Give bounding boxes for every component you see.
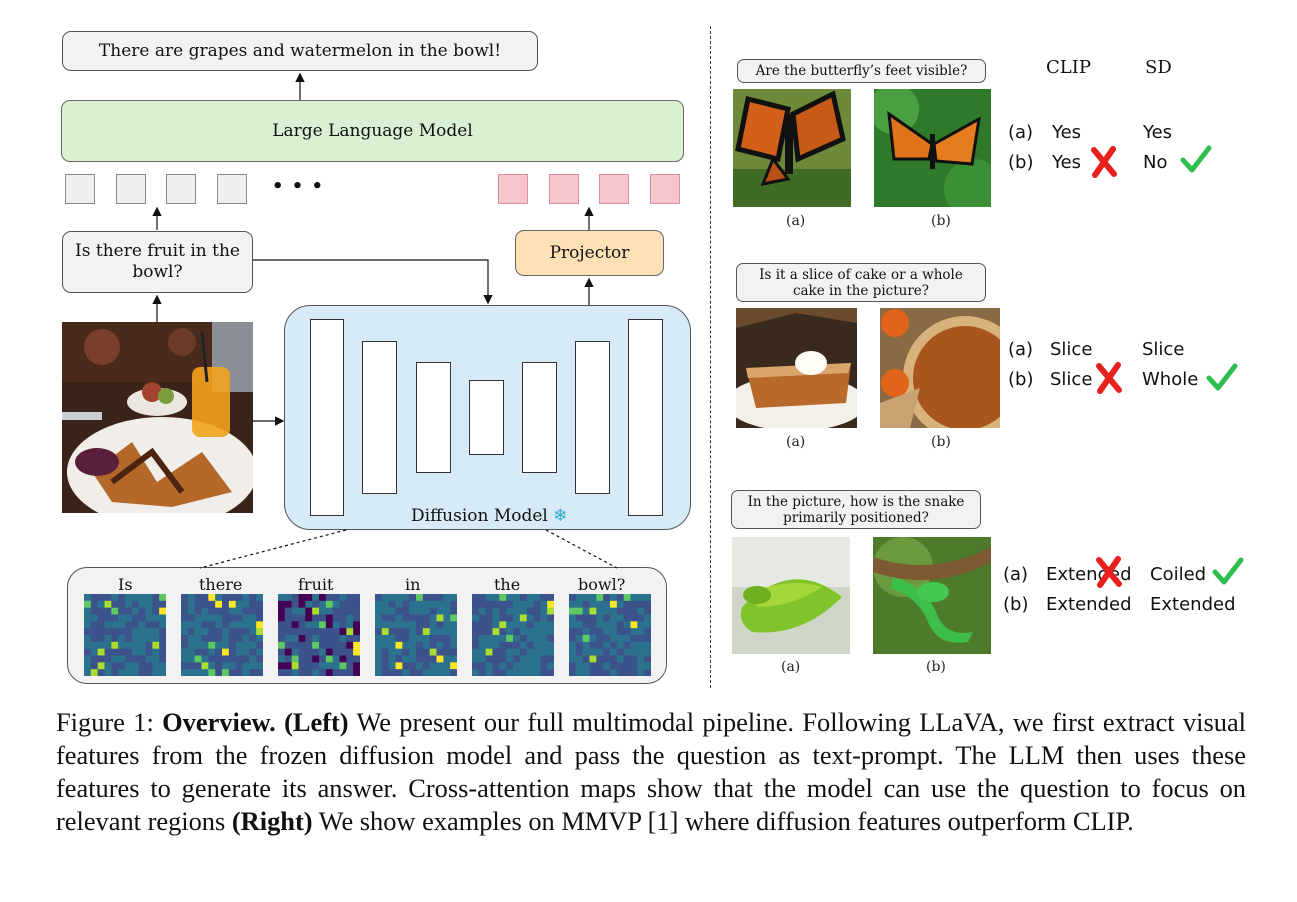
row-label-b: (b) — [1008, 369, 1034, 390]
question-text: Is there fruit in the bowl? — [75, 241, 240, 282]
question-box: Is there fruit in the bowl? — [62, 231, 253, 293]
cake-image-b — [880, 308, 1000, 428]
row-label-b: (b) — [1003, 594, 1029, 615]
attention-heatmap — [569, 594, 652, 677]
example-question: Are the butterfly’s feet visible? — [737, 59, 986, 83]
butterfly-image-a — [733, 89, 851, 207]
visual-token — [549, 174, 579, 204]
example-question: Is it a slice of cake or a whole cake in… — [736, 263, 986, 302]
text-token — [217, 174, 247, 204]
sd-answer-a: Coiled — [1150, 564, 1207, 585]
image-label-a: (a) — [786, 213, 806, 229]
butterfly-image-b — [874, 89, 991, 207]
image-label-a: (a) — [786, 434, 806, 450]
caption-text-2: We show examples on MMVP [1] where diffu… — [318, 806, 1134, 836]
attention-maps-panel — [67, 567, 667, 684]
visual-token — [650, 174, 680, 204]
clip-answer-a: Slice — [1050, 339, 1093, 360]
figure-number: Figure 1: — [56, 707, 154, 737]
wrong-cross-icon — [1096, 362, 1122, 394]
correct-check-icon — [1206, 363, 1238, 391]
attention-token-label: there — [199, 575, 243, 594]
image-label-b: (b) — [926, 659, 946, 675]
connector-arrows — [152, 72, 618, 569]
clip-answer-b: Extended — [1046, 594, 1132, 615]
caption-bold-right: (Right) — [231, 806, 313, 836]
attention-token-label: the — [494, 575, 521, 594]
unet-layer — [416, 362, 451, 473]
llm-box: Large Language Model — [61, 100, 684, 162]
attention-heatmap — [278, 594, 361, 677]
correct-check-icon — [1212, 557, 1244, 585]
row-label-a: (a) — [1008, 122, 1034, 143]
image-label-a: (a) — [781, 659, 801, 675]
cake-image-a — [736, 308, 857, 428]
column-header-clip: CLIP — [1046, 57, 1091, 78]
diffusion-label-text: Diffusion Model — [411, 506, 548, 526]
llm-output-box: There are grapes and watermelon in the b… — [62, 31, 538, 71]
image-label-b: (b) — [931, 213, 951, 229]
attention-heatmap — [472, 594, 555, 677]
sd-answer-b: No — [1143, 152, 1168, 173]
clip-answer-b: Yes — [1052, 152, 1082, 173]
sd-answer-a: Yes — [1143, 122, 1173, 143]
projector-box: Projector — [515, 230, 664, 276]
text-token — [116, 174, 146, 204]
caption-bold-overview: Overview. — [162, 707, 276, 737]
attention-heatmap — [181, 594, 264, 677]
panel-divider — [710, 26, 711, 688]
attention-token-label: Is — [118, 575, 133, 594]
diffusion-label: Diffusion Model ❄ — [411, 506, 568, 527]
row-label-a: (a) — [1008, 339, 1034, 360]
attention-token-label: in — [405, 575, 421, 594]
figure-caption: Figure 1: Overview. (Left) We present ou… — [56, 706, 1246, 838]
text-token — [166, 174, 196, 204]
input-image-french-toast — [62, 322, 253, 513]
snake-image-b — [873, 537, 991, 654]
image-label-b: (b) — [931, 434, 951, 450]
attention-heatmap — [375, 594, 458, 677]
wrong-cross-icon — [1096, 556, 1122, 588]
wrong-cross-icon — [1091, 146, 1117, 178]
unet-layer — [628, 319, 663, 516]
snake-image-a — [732, 537, 850, 654]
visual-token — [498, 174, 528, 204]
column-header-sd: SD — [1145, 57, 1172, 78]
unet-layer — [575, 341, 610, 494]
row-label-b: (b) — [1008, 152, 1034, 173]
llm-output-text: There are grapes and watermelon in the b… — [98, 40, 502, 61]
correct-check-icon — [1180, 145, 1212, 173]
caption-bold-left: (Left) — [284, 707, 349, 737]
visual-token — [599, 174, 629, 204]
sd-answer-b: Extended — [1150, 594, 1236, 615]
llm-label: Large Language Model — [272, 120, 473, 141]
unet-layer — [522, 362, 557, 473]
sd-answer-b: Whole — [1142, 369, 1199, 390]
text-token — [65, 174, 95, 204]
unet-layer — [469, 380, 504, 455]
unet-layer — [362, 341, 397, 494]
token-ellipsis: • • • — [272, 176, 325, 197]
caption-text-1: We present our full multimodal pipeline.… — [56, 707, 1246, 836]
unet-layer — [310, 319, 344, 516]
clip-answer-b: Slice — [1050, 369, 1093, 390]
snowflake-icon: ❄ — [553, 506, 568, 526]
attention-token-label: bowl? — [578, 575, 626, 594]
attention-token-label: fruit — [298, 575, 334, 594]
row-label-a: (a) — [1003, 564, 1029, 585]
attention-heatmap — [84, 594, 167, 677]
clip-answer-a: Yes — [1052, 122, 1082, 143]
sd-answer-a: Slice — [1142, 339, 1185, 360]
example-question: In the picture, how is the snake primari… — [731, 490, 981, 529]
projector-label: Projector — [549, 242, 630, 263]
